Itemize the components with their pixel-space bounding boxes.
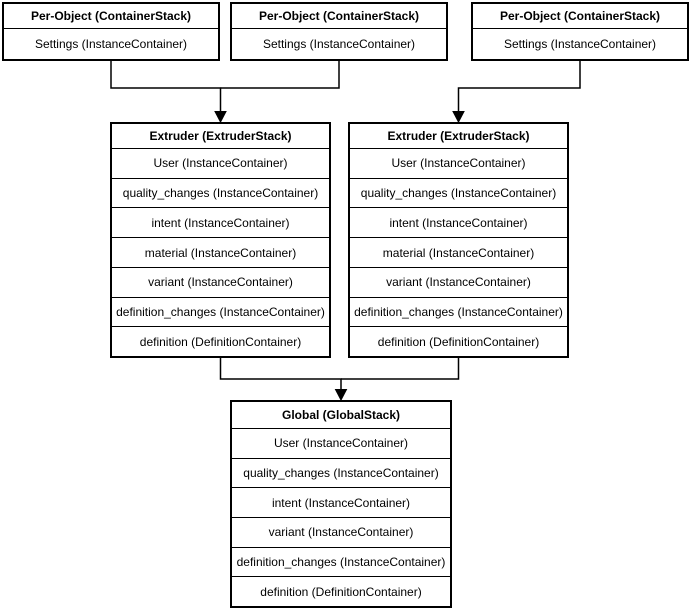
extruder-stack-1-title: Extruder (ExtruderStack) <box>112 124 329 149</box>
extruder-stack-2: Extruder (ExtruderStack) User (InstanceC… <box>348 122 569 358</box>
extruder-stack-2-row-material: material (InstanceContainer) <box>350 238 567 268</box>
global-stack-row-variant: variant (InstanceContainer) <box>232 518 450 548</box>
per-object-stack-3-title: Per-Object (ContainerStack) <box>473 4 687 29</box>
connector-extruder-2-to-global <box>341 358 460 380</box>
global-stack-row-definition: definition (DefinitionContainer) <box>260 584 422 599</box>
extruder-stack-1-row-material: material (InstanceContainer) <box>112 238 329 268</box>
extruder-stack-1-row-variant: variant (InstanceContainer) <box>112 268 329 298</box>
arrowhead-into-extruder-2 <box>452 111 465 124</box>
connector-per-object-3-to-extruder-2 <box>457 61 581 112</box>
extruder-stack-2-row-variant: variant (InstanceContainer) <box>350 268 567 298</box>
extruder-stack-2-row-definition-changes: definition_changes (InstanceContainer) <box>350 298 567 328</box>
extruder-stack-1-row-user: User (InstanceContainer) <box>112 149 329 179</box>
extruder-stack-2-row-quality-changes: quality_changes (InstanceContainer) <box>350 179 567 209</box>
connector-extruder-1-to-global <box>219 358 342 390</box>
connector-per-object-2-to-extruder-1 <box>220 61 340 89</box>
global-stack-row-user: User (InstanceContainer) <box>232 429 450 459</box>
extruder-stack-1-row-definition-changes: definition_changes (InstanceContainer) <box>112 298 329 328</box>
extruder-stack-1-row-definition: definition (DefinitionContainer) <box>139 334 302 349</box>
per-object-stack-3-row-settings: Settings (InstanceContainer) <box>503 37 657 51</box>
per-object-stack-1: Per-Object (ContainerStack) Settings (In… <box>2 2 220 61</box>
extruder-stack-2-row-user: User (InstanceContainer) <box>350 149 567 179</box>
extruder-stack-1-row-quality-changes: quality_changes (InstanceContainer) <box>112 179 329 209</box>
extruder-stack-2-title: Extruder (ExtruderStack) <box>350 124 567 149</box>
extruder-stack-2-row-intent: intent (InstanceContainer) <box>350 208 567 239</box>
global-stack-row-definition-changes: definition_changes (InstanceContainer) <box>232 548 450 578</box>
global-stack-row-intent: intent (InstanceContainer) <box>232 488 450 519</box>
arrowhead-into-extruder-1 <box>214 111 227 124</box>
per-object-stack-1-row-settings: Settings (InstanceContainer) <box>34 37 188 51</box>
extruder-stack-1-row-intent: intent (InstanceContainer) <box>112 208 329 239</box>
global-stack-row-quality-changes: quality_changes (InstanceContainer) <box>232 459 450 489</box>
extruder-stack-2-row-definition: definition (DefinitionContainer) <box>377 334 540 349</box>
connector-per-object-1-to-extruder-1 <box>110 61 222 112</box>
extruder-stack-1: Extruder (ExtruderStack) User (InstanceC… <box>110 122 331 358</box>
per-object-stack-2-title: Per-Object (ContainerStack) <box>232 4 446 29</box>
per-object-stack-2: Per-Object (ContainerStack) Settings (In… <box>230 2 448 61</box>
global-stack-title: Global (GlobalStack) <box>232 402 450 429</box>
per-object-stack-3: Per-Object (ContainerStack) Settings (In… <box>471 2 689 61</box>
per-object-stack-2-row-settings: Settings (InstanceContainer) <box>262 37 416 51</box>
global-stack: Global (GlobalStack) User (InstanceConta… <box>230 400 452 608</box>
arrowhead-into-global <box>334 389 348 402</box>
per-object-stack-1-title: Per-Object (ContainerStack) <box>4 4 218 29</box>
